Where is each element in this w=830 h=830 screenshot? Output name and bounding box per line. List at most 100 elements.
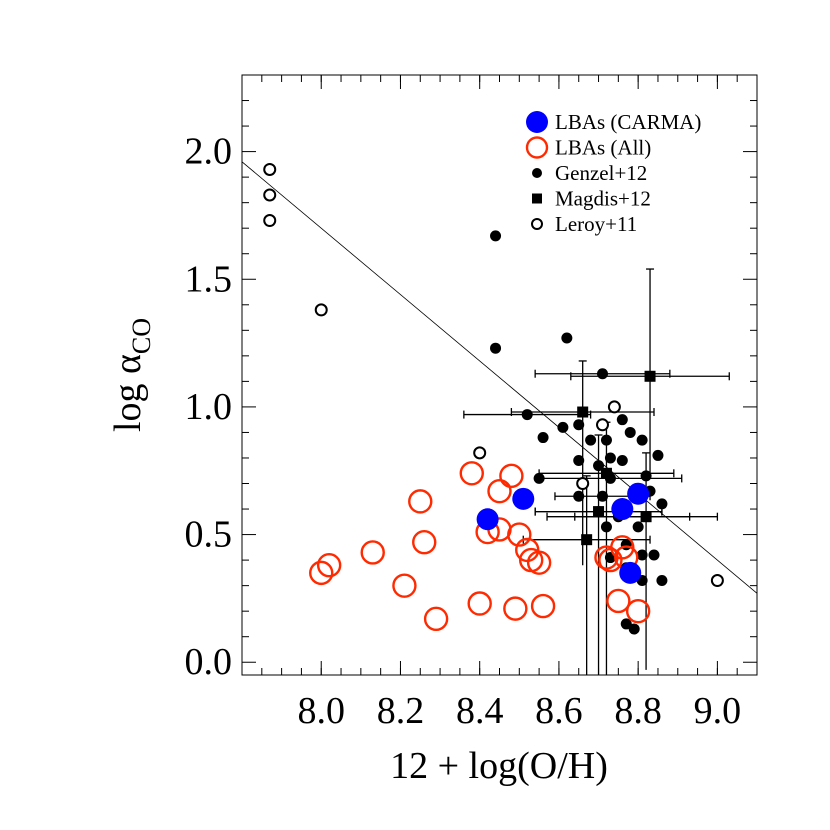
y-tick-label: 0.0 bbox=[185, 641, 233, 683]
magdis-point bbox=[577, 406, 589, 418]
leroy-point bbox=[263, 214, 277, 228]
genzel-point bbox=[652, 449, 664, 461]
leroy-point bbox=[596, 418, 609, 432]
plot-frame bbox=[241, 74, 758, 676]
error-bars bbox=[463, 268, 730, 675]
lba-all-point bbox=[392, 573, 417, 598]
legend-label: Magdis+12 bbox=[555, 187, 651, 211]
magdis-point bbox=[581, 534, 593, 546]
lba-all-point bbox=[507, 522, 532, 547]
lba-all-point bbox=[408, 489, 433, 514]
genzel-point bbox=[616, 414, 628, 426]
genzel-point bbox=[537, 432, 549, 444]
y-axis-label-subscript: CO bbox=[127, 318, 156, 354]
x-tick-label: 8.2 bbox=[377, 690, 425, 732]
lba-carma-point bbox=[619, 561, 642, 584]
lba-all-point bbox=[610, 535, 635, 560]
fit-line-path bbox=[241, 161, 758, 594]
genzel-point bbox=[620, 618, 632, 630]
legend-marker-leroy bbox=[531, 218, 543, 230]
legend-marker-genzel bbox=[532, 168, 542, 178]
legend-label: Genzel+12 bbox=[555, 161, 647, 185]
genzel-point bbox=[573, 455, 585, 467]
genzel-point bbox=[557, 421, 569, 433]
lba-all-point bbox=[526, 550, 552, 575]
y-tick-label: 2.0 bbox=[185, 131, 233, 173]
lba-all-point bbox=[316, 553, 342, 578]
lba-all-point bbox=[606, 588, 631, 614]
legend-marker-magdis bbox=[532, 193, 542, 204]
magdis-point bbox=[644, 370, 656, 382]
lba-carma-point bbox=[611, 498, 634, 521]
x-tick-label: 8.0 bbox=[297, 690, 345, 732]
leroy-point bbox=[710, 574, 724, 588]
genzel-point bbox=[600, 434, 612, 446]
magdis-point bbox=[593, 506, 605, 518]
y-tick-label: 0.5 bbox=[185, 514, 233, 556]
leroy-point bbox=[607, 400, 621, 414]
genzel-point bbox=[585, 434, 597, 446]
genzel-point bbox=[490, 230, 502, 242]
lba-all-point bbox=[459, 461, 484, 486]
leroy-point bbox=[263, 188, 277, 202]
lba-all-point bbox=[360, 540, 385, 565]
y-axis-label-main: log α bbox=[107, 354, 149, 432]
magdis-point bbox=[640, 511, 652, 523]
axis-ticks: 8.0 8.2 8.4 8.6 8.8 9.0 0.0 0.5 1.0 1.5 2.0 bbox=[185, 75, 757, 732]
genzel-point bbox=[636, 434, 648, 446]
genzel-point bbox=[656, 575, 668, 587]
lba-carma-point bbox=[512, 487, 535, 510]
lba-all-point bbox=[423, 606, 449, 632]
genzel-point bbox=[533, 472, 545, 484]
genzel-point bbox=[624, 426, 636, 438]
svg-text:log αCO: log αCO bbox=[107, 318, 156, 432]
y-tick-label: 1.5 bbox=[185, 258, 233, 300]
genzel-point bbox=[648, 549, 660, 561]
genzel-point bbox=[600, 521, 612, 533]
x-axis-label: 12 + log(O/H) bbox=[390, 745, 608, 787]
lba-all-point bbox=[499, 463, 524, 489]
genzel-point bbox=[561, 332, 573, 344]
lba-all-point bbox=[467, 591, 492, 616]
legend-label: LBAs (All) bbox=[555, 136, 651, 160]
x-tick-label: 8.4 bbox=[456, 690, 504, 732]
genzel-point bbox=[640, 470, 652, 482]
lba-all-point bbox=[412, 530, 437, 555]
legend-marker-lba-all bbox=[525, 136, 549, 159]
leroy-point bbox=[263, 162, 277, 176]
genzel-point bbox=[490, 342, 502, 354]
legend-label: Leroy+11 bbox=[555, 212, 637, 236]
x-tick-label: 8.8 bbox=[614, 690, 662, 732]
genzel-point bbox=[636, 549, 648, 561]
genzel-point bbox=[604, 452, 616, 464]
data-points bbox=[263, 162, 724, 635]
y-axis-label: log αCO bbox=[107, 318, 156, 432]
lba-all-point bbox=[625, 598, 651, 624]
legend-label: LBAs (CARMA) bbox=[555, 110, 701, 134]
lba-all-point bbox=[487, 478, 512, 504]
leroy-point bbox=[576, 477, 590, 491]
magdis-point bbox=[600, 467, 612, 479]
x-tick-label: 9.0 bbox=[694, 690, 742, 732]
legend: LBAs (CARMA)LBAs (All)Genzel+12Magdis+12… bbox=[525, 110, 701, 236]
genzel-point bbox=[573, 490, 585, 502]
lba-all-point bbox=[503, 596, 528, 621]
genzel-point bbox=[632, 521, 644, 533]
lba-all-point bbox=[309, 560, 334, 586]
genzel-point bbox=[597, 368, 608, 380]
fit-line bbox=[241, 161, 758, 594]
genzel-point bbox=[521, 409, 533, 421]
y-tick-label: 1.0 bbox=[185, 386, 233, 428]
lba-carma-point bbox=[476, 508, 499, 531]
genzel-point bbox=[656, 498, 668, 510]
lba-carma-point bbox=[627, 482, 650, 505]
leroy-point bbox=[314, 303, 328, 317]
genzel-point bbox=[573, 419, 585, 431]
genzel-point bbox=[597, 490, 608, 502]
x-tick-label: 8.6 bbox=[535, 690, 583, 732]
legend-marker-lba-carma bbox=[526, 111, 548, 133]
lba-all-point bbox=[530, 593, 556, 619]
genzel-point bbox=[616, 455, 628, 467]
genzel-point bbox=[628, 623, 640, 635]
